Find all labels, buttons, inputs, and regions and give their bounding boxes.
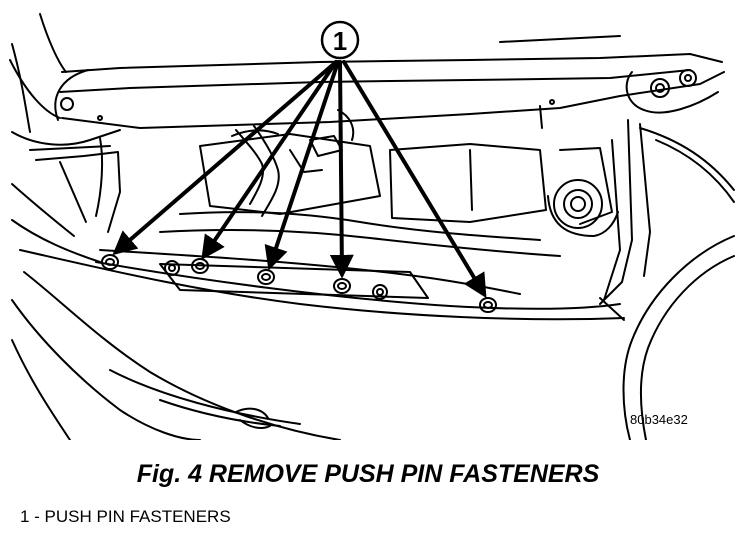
push-pin-fasteners <box>101 254 497 313</box>
upper-crossmember <box>54 35 725 129</box>
callout-number: 1 <box>333 26 347 56</box>
strut-tower <box>547 179 619 237</box>
push-pin-fastener <box>101 254 119 270</box>
vehicle-front-diagram: 1 <box>9 13 735 440</box>
push-pin-fastener <box>191 258 209 274</box>
push-pin-fastener <box>333 278 351 294</box>
figure-title: Fig. 4 REMOVE PUSH PIN FASTENERS <box>136 460 600 488</box>
leader-arrow <box>201 60 338 260</box>
front-fascia <box>11 249 625 440</box>
figure-reference-code: 80b34e32 <box>630 412 688 427</box>
leader-arrow <box>112 60 338 256</box>
callout-bubble: 1 <box>320 20 360 60</box>
callout-leader-lines <box>112 60 487 299</box>
leader-arrow <box>329 60 354 279</box>
retaining-clips <box>164 260 388 300</box>
hood-edges <box>9 13 67 133</box>
leader-arrow <box>264 60 340 271</box>
legend-item: 1 - PUSH PIN FASTENERS <box>20 507 231 526</box>
push-pin-fastener <box>479 297 497 313</box>
push-pin-fastener <box>257 269 275 285</box>
leader-arrow <box>342 60 487 299</box>
right-body <box>599 119 735 440</box>
left-fender <box>11 129 121 263</box>
